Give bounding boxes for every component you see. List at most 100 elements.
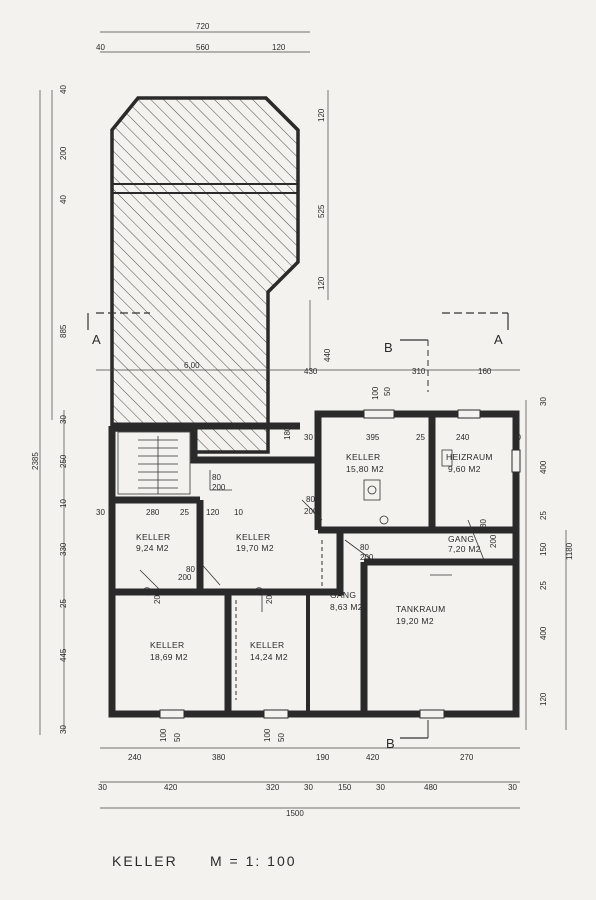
- room-name: KELLER: [346, 452, 380, 462]
- dimension-label: 200: [265, 590, 274, 604]
- plan-title: KELLER M = 1: 100: [112, 853, 297, 869]
- title-text: KELLER: [112, 853, 178, 869]
- room-labels: KELLER 9,24 M2 KELLER 19,70 M2 KELLER 18…: [136, 452, 493, 662]
- dimension-label: 25: [416, 433, 425, 442]
- dimension-label: 240: [128, 753, 142, 762]
- staircase: [117, 431, 191, 495]
- dimension-label: 2385: [31, 452, 40, 470]
- dimension-label: 100: [159, 728, 168, 742]
- room-area: 9,24 M2: [136, 543, 169, 553]
- windows: [159, 409, 521, 719]
- room-name: TANKRAUM: [396, 604, 445, 614]
- dimension-label: 120: [272, 43, 286, 52]
- dimension-label: 25: [59, 599, 68, 608]
- boiler-symbols: [363, 449, 453, 525]
- dimension-label: 320: [266, 783, 280, 792]
- dimension-label: 30: [376, 783, 385, 792]
- dimension-label: 885: [59, 324, 68, 338]
- room-area: 7,20 M2: [448, 544, 481, 554]
- section-lines: [87, 312, 509, 739]
- room-area: 19,70 M2: [236, 543, 274, 553]
- dimension-label: 10: [234, 508, 243, 517]
- dimension-label: 30: [304, 433, 313, 442]
- dimension-label: 50: [383, 387, 392, 396]
- dimension-label: 100: [371, 386, 380, 400]
- dimension-label: 525: [317, 204, 326, 218]
- room-name: KELLER: [236, 532, 270, 542]
- dimension-label: 40: [96, 43, 105, 52]
- dimension-label: 80: [306, 495, 315, 504]
- dimension-label: 190: [316, 753, 330, 762]
- scale-text: M = 1: 100: [210, 853, 297, 869]
- room-name: KELLER: [250, 640, 284, 650]
- dimension-texts: 720 40 560 120 120 525 120 40 200 40 885…: [31, 22, 574, 818]
- dimension-label: 445: [59, 648, 68, 662]
- dimension-label: 120: [317, 276, 326, 290]
- room-name: KELLER: [150, 640, 184, 650]
- dimension-label: 80: [186, 565, 195, 574]
- dimension-label: 200: [304, 507, 318, 516]
- dimension-label: 40: [59, 85, 68, 94]
- dimension-label: 10: [59, 499, 68, 508]
- dimension-label: 80: [479, 519, 488, 528]
- dimension-label: 25: [539, 581, 548, 590]
- dimension-label: 430: [304, 367, 318, 376]
- dimension-label: 1180: [565, 542, 574, 560]
- dimension-label: 30: [59, 415, 68, 424]
- dimension-label: 120: [317, 108, 326, 122]
- dimension-label: 270: [460, 753, 474, 762]
- dimension-label: 400: [539, 460, 548, 474]
- dimension-label: 480: [424, 783, 438, 792]
- dimension-label: 330: [59, 542, 68, 556]
- dimension-label: 560: [196, 43, 210, 52]
- dimension-label: 1500: [286, 809, 304, 818]
- dimension-label: 120: [539, 692, 548, 706]
- dimension-label: 250: [59, 454, 68, 468]
- dim-top-total: 720: [196, 22, 210, 31]
- section-a-left: A: [92, 332, 101, 347]
- dimension-label: 50: [173, 733, 182, 742]
- section-b-bottom: B: [386, 736, 395, 751]
- room-name: HEIZRAUM: [446, 452, 493, 462]
- room-name: GANG: [330, 590, 356, 600]
- dimension-label: 80: [360, 543, 369, 552]
- dimension-lines: [39, 31, 567, 809]
- dimension-label: 180: [283, 426, 292, 440]
- dimension-label: 380: [212, 753, 226, 762]
- section-b-top: B: [384, 340, 393, 355]
- room-area: 18,69 M2: [150, 652, 188, 662]
- room-area: 8,63 M2: [330, 602, 363, 612]
- room-name: KELLER: [136, 532, 170, 542]
- dimension-label: 40: [59, 195, 68, 204]
- dimension-label: 420: [366, 753, 380, 762]
- dimension-label: 30: [512, 433, 521, 442]
- dimension-label: 80: [255, 587, 264, 596]
- room-area: 19,20 M2: [396, 616, 434, 626]
- dimension-label: 160: [478, 367, 492, 376]
- section-labels: A A B B: [92, 332, 503, 751]
- room-area: 15,80 M2: [346, 464, 384, 474]
- dimension-label: 25: [539, 511, 548, 520]
- room-name: GANG: [448, 534, 474, 544]
- dimension-label: 80: [143, 587, 152, 596]
- dimension-label: 150: [539, 542, 548, 556]
- dimension-label: 80: [212, 473, 221, 482]
- dimension-label: 30: [98, 783, 107, 792]
- dimension-label: 200: [360, 553, 374, 562]
- dimension-label: 200: [59, 146, 68, 160]
- dimension-label: 420: [164, 783, 178, 792]
- dimension-label: 240: [456, 433, 470, 442]
- dimension-label: 120: [206, 508, 220, 517]
- dimension-label: 310: [412, 367, 426, 376]
- dimension-label: 200: [489, 534, 498, 548]
- dimension-label: 280: [146, 508, 160, 517]
- dimension-label: 30: [96, 508, 105, 517]
- dimension-label: 25: [180, 508, 189, 517]
- dimension-label: 200: [178, 573, 192, 582]
- dimension-label: 400: [539, 626, 548, 640]
- dimension-label: 200: [153, 590, 162, 604]
- door-swings: [139, 470, 485, 700]
- garage-hatched-area: [110, 96, 300, 454]
- section-a-right: A: [494, 332, 503, 347]
- dimension-label: 440: [323, 348, 332, 362]
